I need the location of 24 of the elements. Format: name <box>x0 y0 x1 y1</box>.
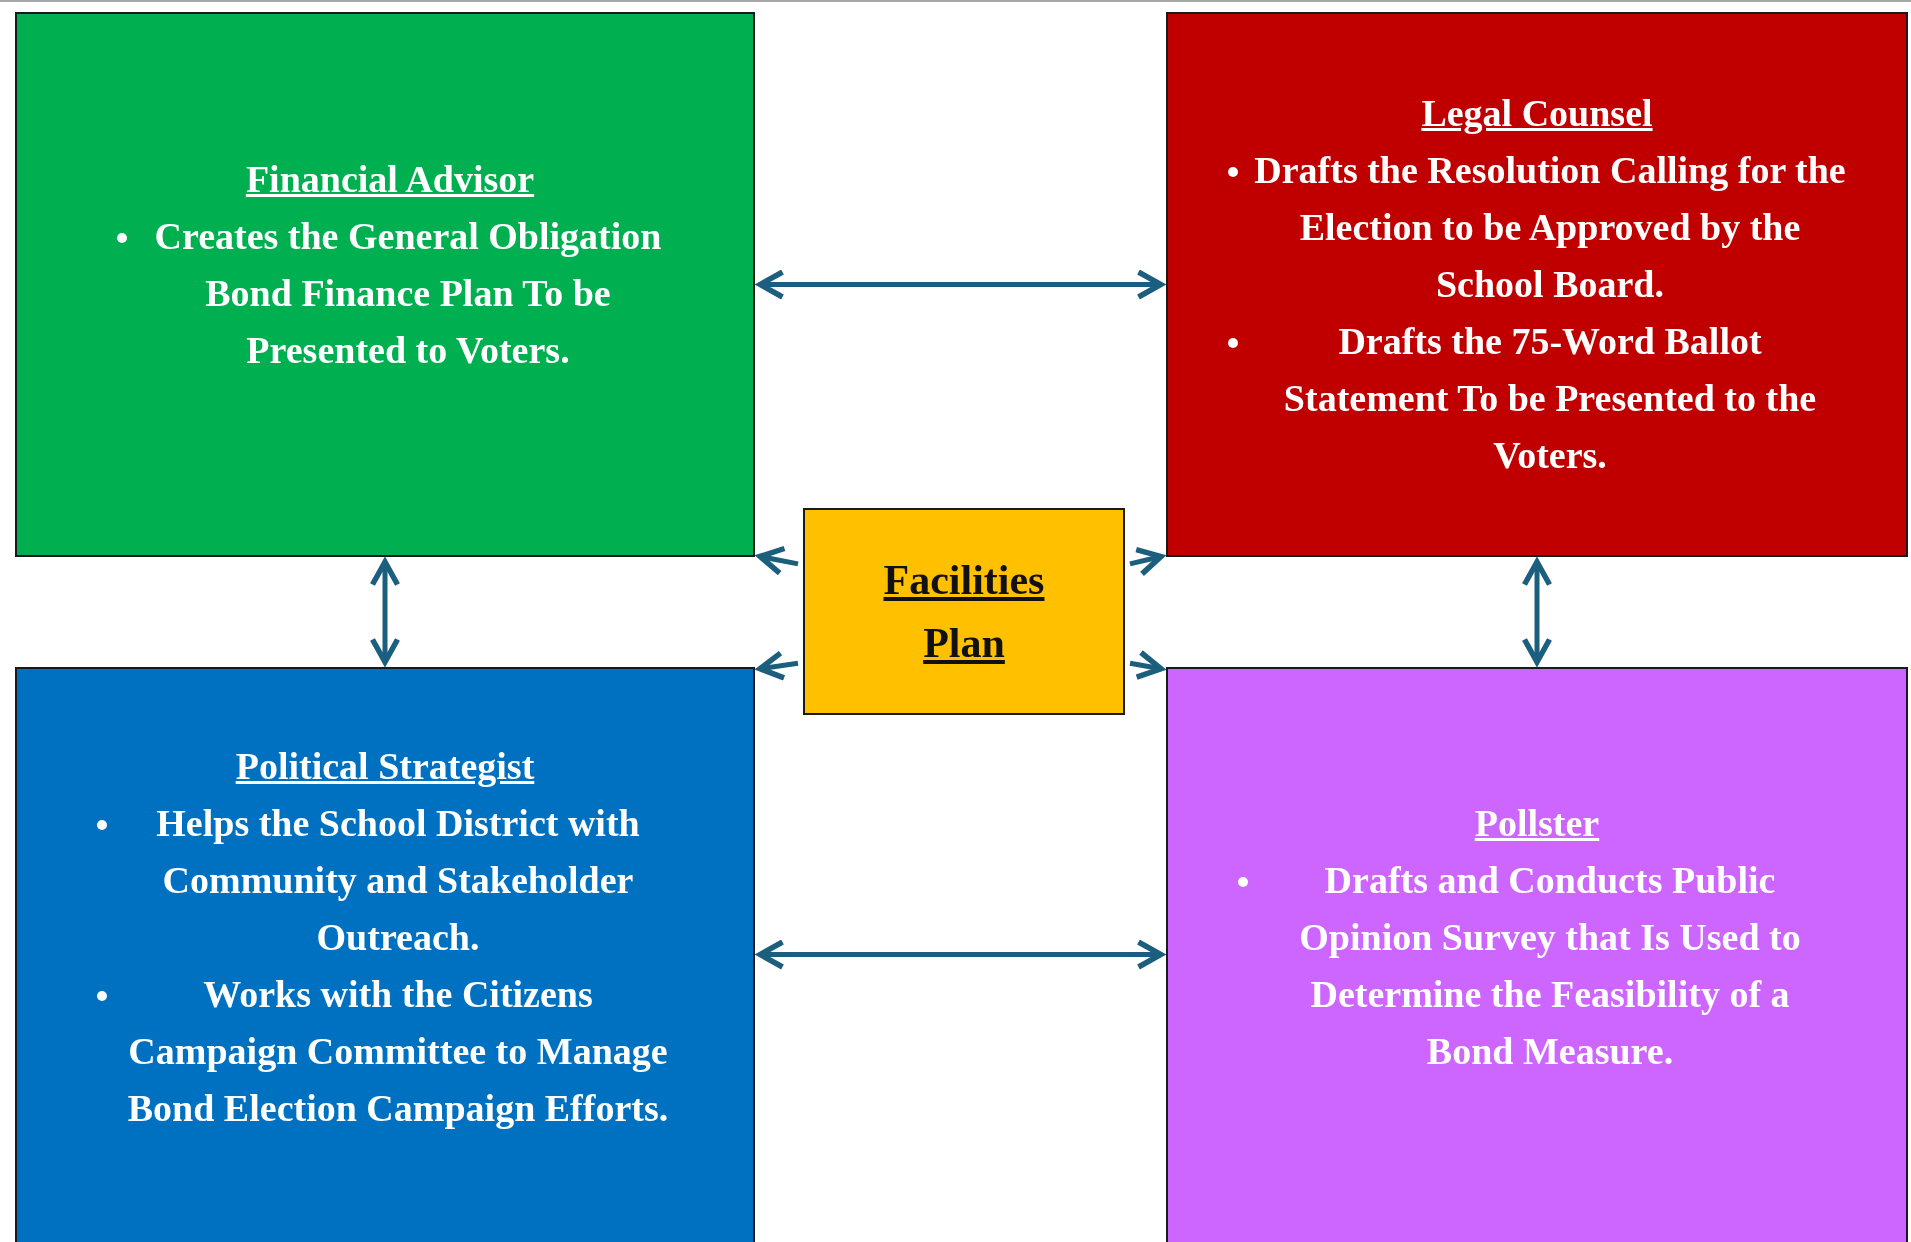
bullet-text: Drafts and Conducts Public Opinion Survey that Is Used to Determine the Feasibility of a Bond Measure. <box>1298 857 1802 1074</box>
bullet-text: Works with the Citizens Campaign Committee to Manage Bond Election Campaign Efforts. <box>126 971 670 1131</box>
box-heading: Pollster <box>1474 800 1600 846</box>
bullet-text: Drafts the Resolution Calling for the Election to be Approved by the School Board. <box>1254 148 1846 307</box>
process-box <box>1166 12 1908 557</box>
arrow <box>757 650 799 681</box>
arrow <box>1129 546 1164 577</box>
box-heading: Legal Counsel <box>1421 91 1653 136</box>
process-box <box>15 12 755 557</box>
arrow <box>1129 649 1164 680</box>
arrow <box>1521 559 1553 665</box>
bullet-text: Creates the General Obligation Bond Finance Plan To be Presented to Voters. <box>153 213 663 373</box>
box-heading: Political Strategist <box>235 743 535 789</box>
arrow <box>757 939 1164 970</box>
arrow <box>757 269 1164 300</box>
arrow <box>757 545 799 576</box>
bullet-text: Helps the School District with Community and Stakeholder Outreach. <box>155 800 641 960</box>
process-box <box>1166 667 1908 1242</box>
bullet-text: Drafts the 75-Word Ballot Statement To be Presented to the Voters. <box>1282 319 1818 478</box>
arrow <box>369 559 401 665</box>
process-box <box>15 667 755 1242</box>
box-heading: Facilities Plan <box>882 555 1046 668</box>
process-box <box>803 508 1125 715</box>
box-heading: Financial Advisor <box>245 156 535 202</box>
